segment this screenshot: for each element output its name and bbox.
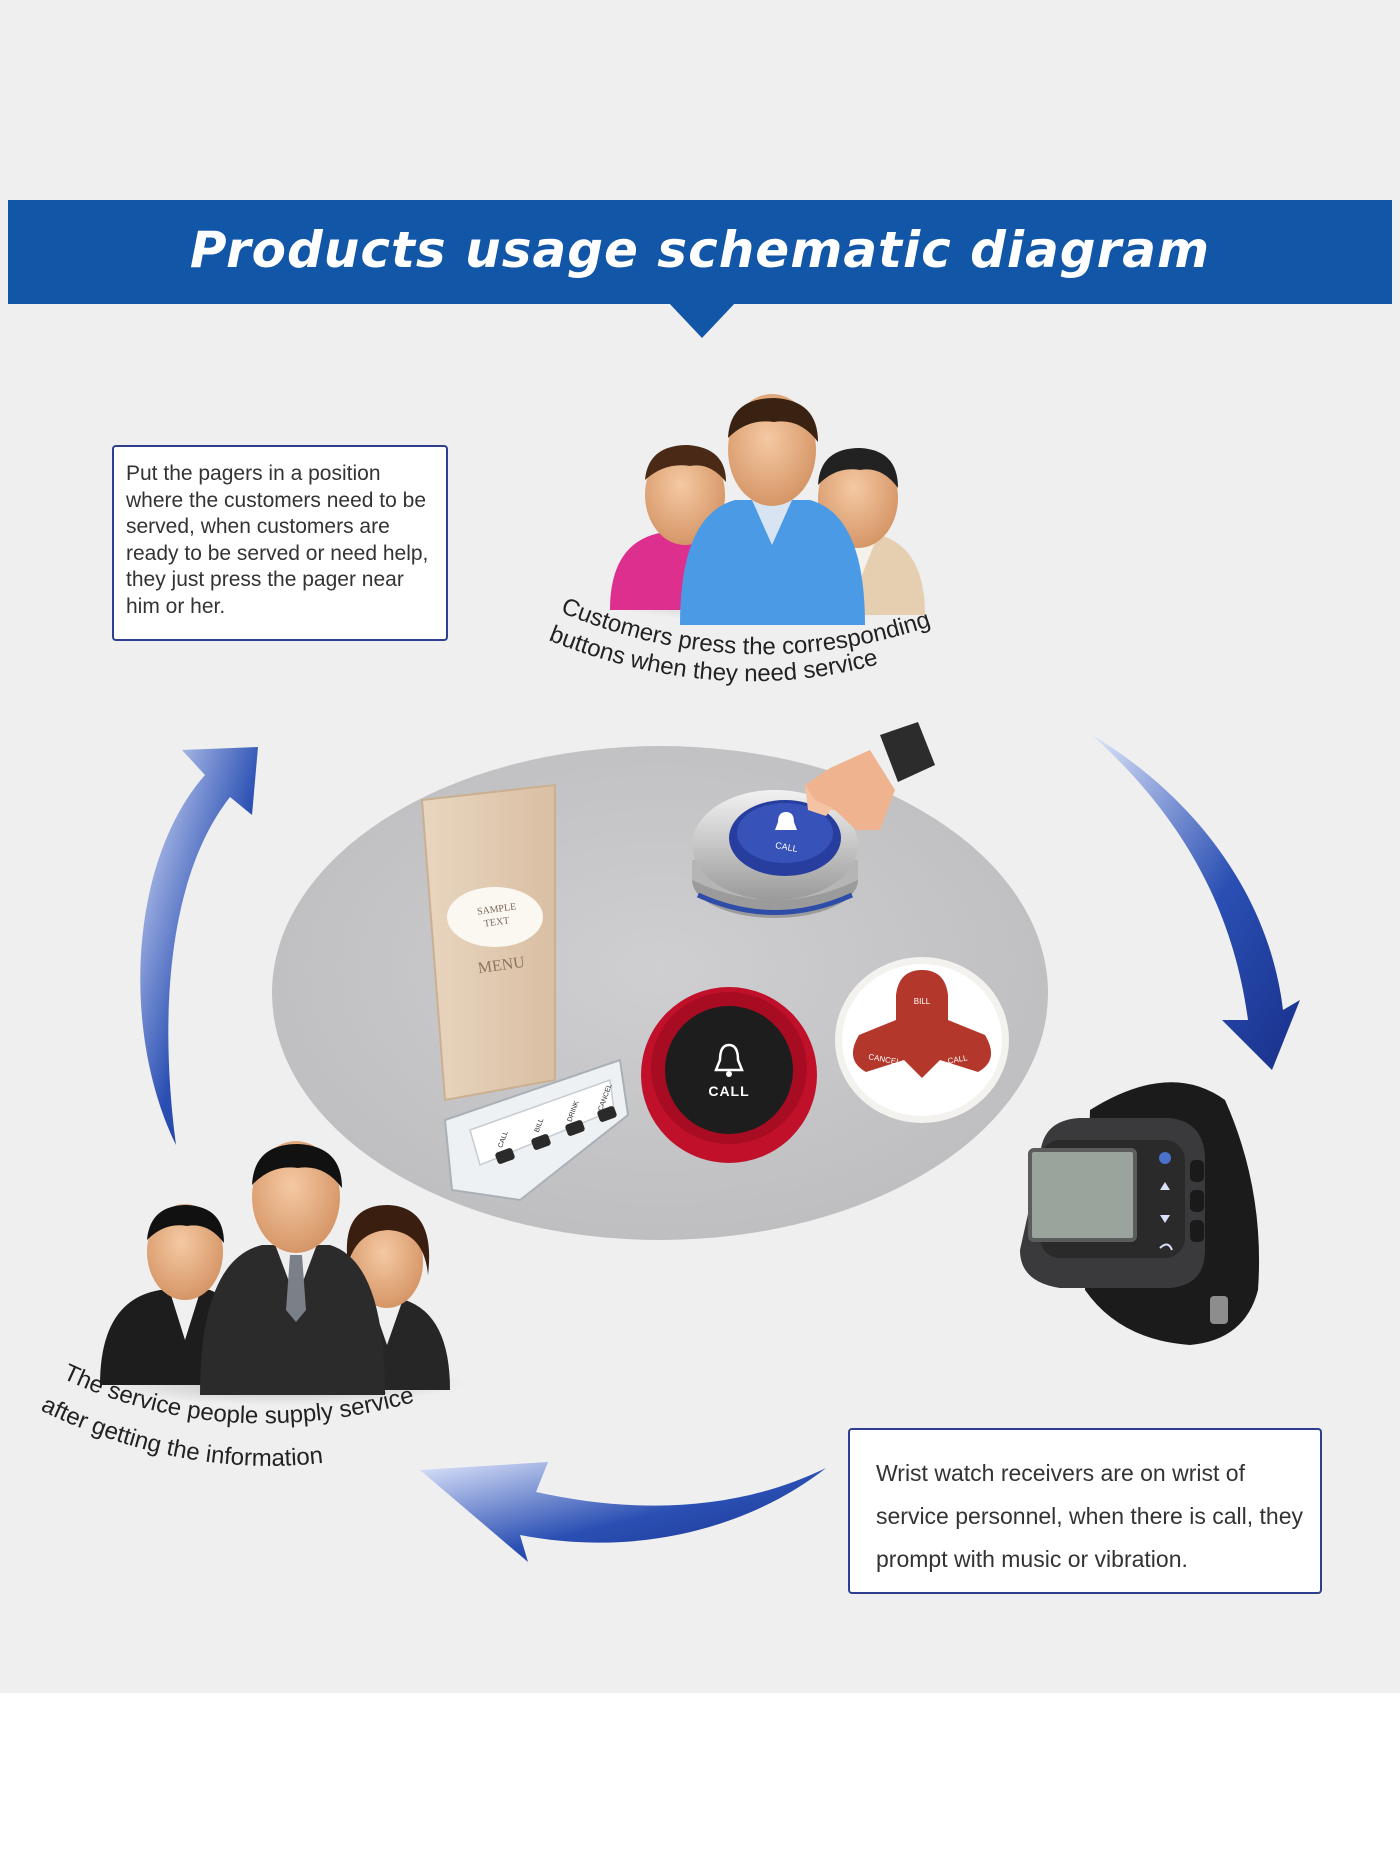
wrist-watch-icon [1020,1082,1260,1345]
page-title: Products usage schematic diagram [189,221,1211,279]
arrow-bottom-left-icon [420,1462,826,1562]
customer-group-icon [603,394,933,625]
stand-button-label: BILL [534,1117,546,1133]
menu-sample-text-2: TEXT [483,915,510,929]
arrow-right-down-icon [1092,735,1300,1070]
diagram-artwork: SAMPLE TEXT MENU CALL BILL DRINK CANCEL … [37,394,1300,1562]
menu-label: MENU [477,954,526,977]
tri-pager-label: CALL [947,1053,969,1065]
banner-pointer [668,302,736,338]
silver-pager-label: CALL [775,840,799,854]
arrow-left-up-icon [140,747,258,1145]
red-call-pager: CALL [641,987,817,1163]
tri-button-pager: BILL CANCEL CALL [835,957,1009,1123]
note-watch: Wrist watch receivers are on wrist of se… [848,1428,1322,1594]
red-pager-label: CALL [708,1083,749,1099]
title-banner: Products usage schematic diagram [8,200,1392,304]
menu-sample-text: SAMPLE [476,901,517,917]
silver-call-pager: CALL [692,722,935,918]
note-pagers: Put the pagers in a position where the c… [112,445,448,641]
staff-group-icon [100,1141,465,1405]
tri-pager-label: BILL [914,997,931,1006]
menu-stand-device: SAMPLE TEXT MENU CALL BILL DRINK CANCEL [420,783,630,1202]
